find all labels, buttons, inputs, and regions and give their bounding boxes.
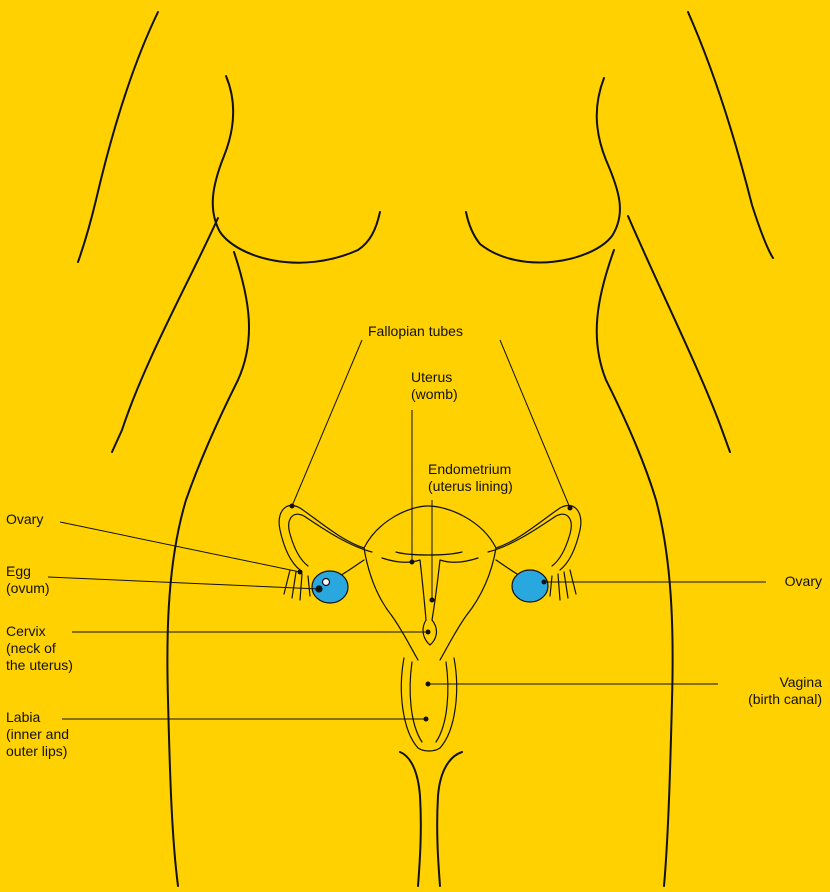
cervix-label: Cervix (neck of the uterus) [6, 623, 73, 674]
cervix-pointer [426, 630, 431, 635]
vagina-text: Vagina [748, 674, 822, 691]
uterus-text: Uterus [411, 369, 458, 386]
ovary-left-text: Ovary [6, 511, 43, 528]
ovary-left-pointer [298, 570, 303, 575]
labia-text: Labia [6, 709, 69, 726]
ovary-right-label: Ovary [785, 573, 822, 590]
ovary-right-text: Ovary [785, 573, 822, 590]
egg-cell [323, 579, 330, 586]
endometrium-pointer [430, 598, 435, 603]
ovary-left-label: Ovary [6, 511, 43, 528]
egg-text: Egg [6, 563, 50, 580]
labia-subtext-2: outer lips) [6, 743, 69, 760]
egg-pointer [317, 587, 322, 592]
labia-pointer [424, 717, 429, 722]
egg-label: Egg (ovum) [6, 563, 50, 597]
endometrium-text: Endometrium [428, 461, 513, 478]
cervix-subtext-1: (neck of [6, 640, 73, 657]
labia-subtext-1: (inner and [6, 726, 69, 743]
cervix-subtext-2: the uterus) [6, 657, 73, 674]
right-ovary [512, 570, 548, 602]
uterus-label: Uterus (womb) [411, 369, 458, 403]
fallopian-tubes-pointer-right [568, 506, 573, 511]
uterus-pointer [410, 560, 415, 565]
endometrium-label: Endometrium (uterus lining) [428, 461, 513, 495]
cervix-text: Cervix [6, 623, 73, 640]
vagina-pointer [426, 682, 431, 687]
egg-subtext: (ovum) [6, 580, 50, 597]
fallopian-tubes-pointer-left [290, 504, 295, 509]
uterus-subtext: (womb) [411, 386, 458, 403]
endometrium-subtext: (uterus lining) [428, 478, 513, 495]
fallopian-tubes-text: Fallopian tubes [368, 323, 463, 340]
vagina-subtext: (birth canal) [748, 691, 822, 708]
vagina-label: Vagina (birth canal) [748, 674, 822, 708]
fallopian-tubes-label: Fallopian tubes [368, 323, 463, 340]
labia-label: Labia (inner and outer lips) [6, 709, 69, 760]
ovary-right-pointer [542, 580, 547, 585]
